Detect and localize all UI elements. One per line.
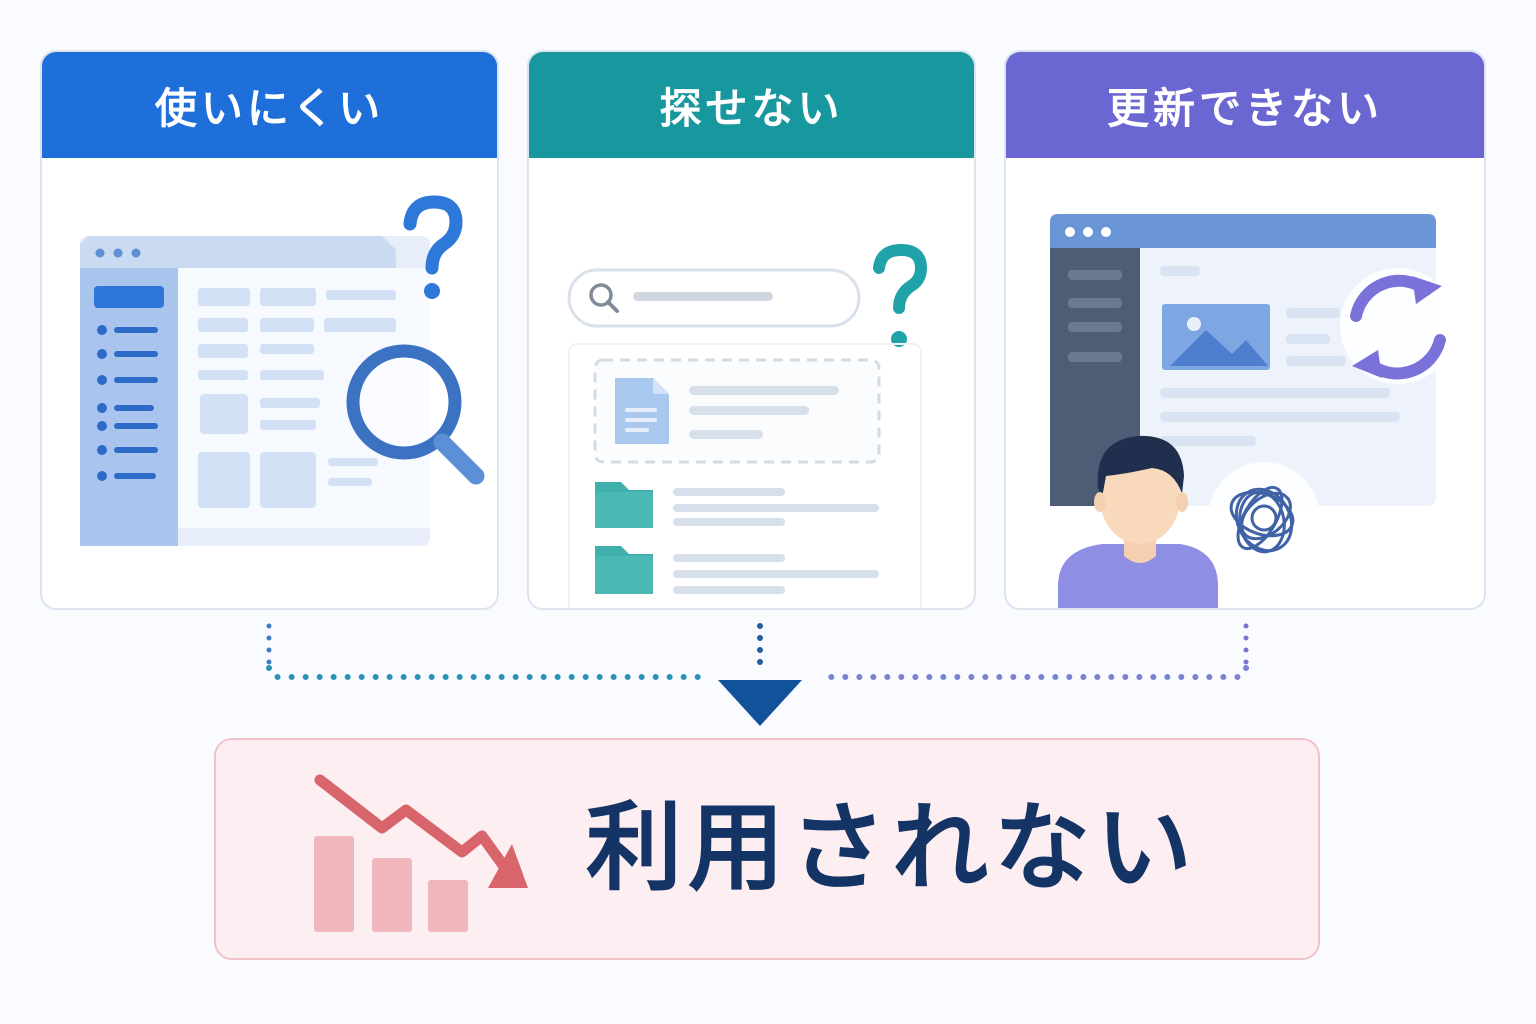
card-hard-to-use-illustration [42, 158, 497, 608]
card-cannot-find-illustration [529, 158, 974, 608]
person-icon [1058, 435, 1218, 608]
refresh-icon [1340, 268, 1456, 384]
browser-window [1050, 214, 1436, 506]
image-icon [1162, 304, 1270, 370]
down-trend-arrow-icon [314, 774, 528, 888]
folder-icon [595, 546, 879, 594]
question-icon [403, 195, 463, 299]
bar-chart-icon [314, 836, 468, 932]
result-label: 利用されない [586, 792, 1198, 904]
connector-left [266, 623, 701, 680]
card-hard-to-use: 使いにくい [40, 50, 499, 610]
document-icon [615, 378, 669, 444]
document-placeholder [593, 358, 881, 464]
connector-right [823, 623, 1249, 680]
browser-window [80, 236, 430, 546]
card-cannot-find: 探せない [527, 50, 976, 610]
folder-icon [595, 482, 879, 528]
card-cannot-find-header: 探せない [529, 52, 974, 158]
card-cannot-update-illustration [1006, 158, 1484, 608]
card-hard-to-use-header: 使いにくい [42, 52, 497, 158]
down-arrow-icon [718, 680, 802, 726]
tangle-icon [1208, 462, 1320, 574]
card-cannot-update: 更新できない [1004, 50, 1486, 610]
search-icon [567, 268, 861, 328]
card-cannot-update-header: 更新できない [1006, 52, 1484, 158]
magnifier-icon [346, 344, 485, 485]
result-not-used: 利用されない [214, 738, 1320, 960]
